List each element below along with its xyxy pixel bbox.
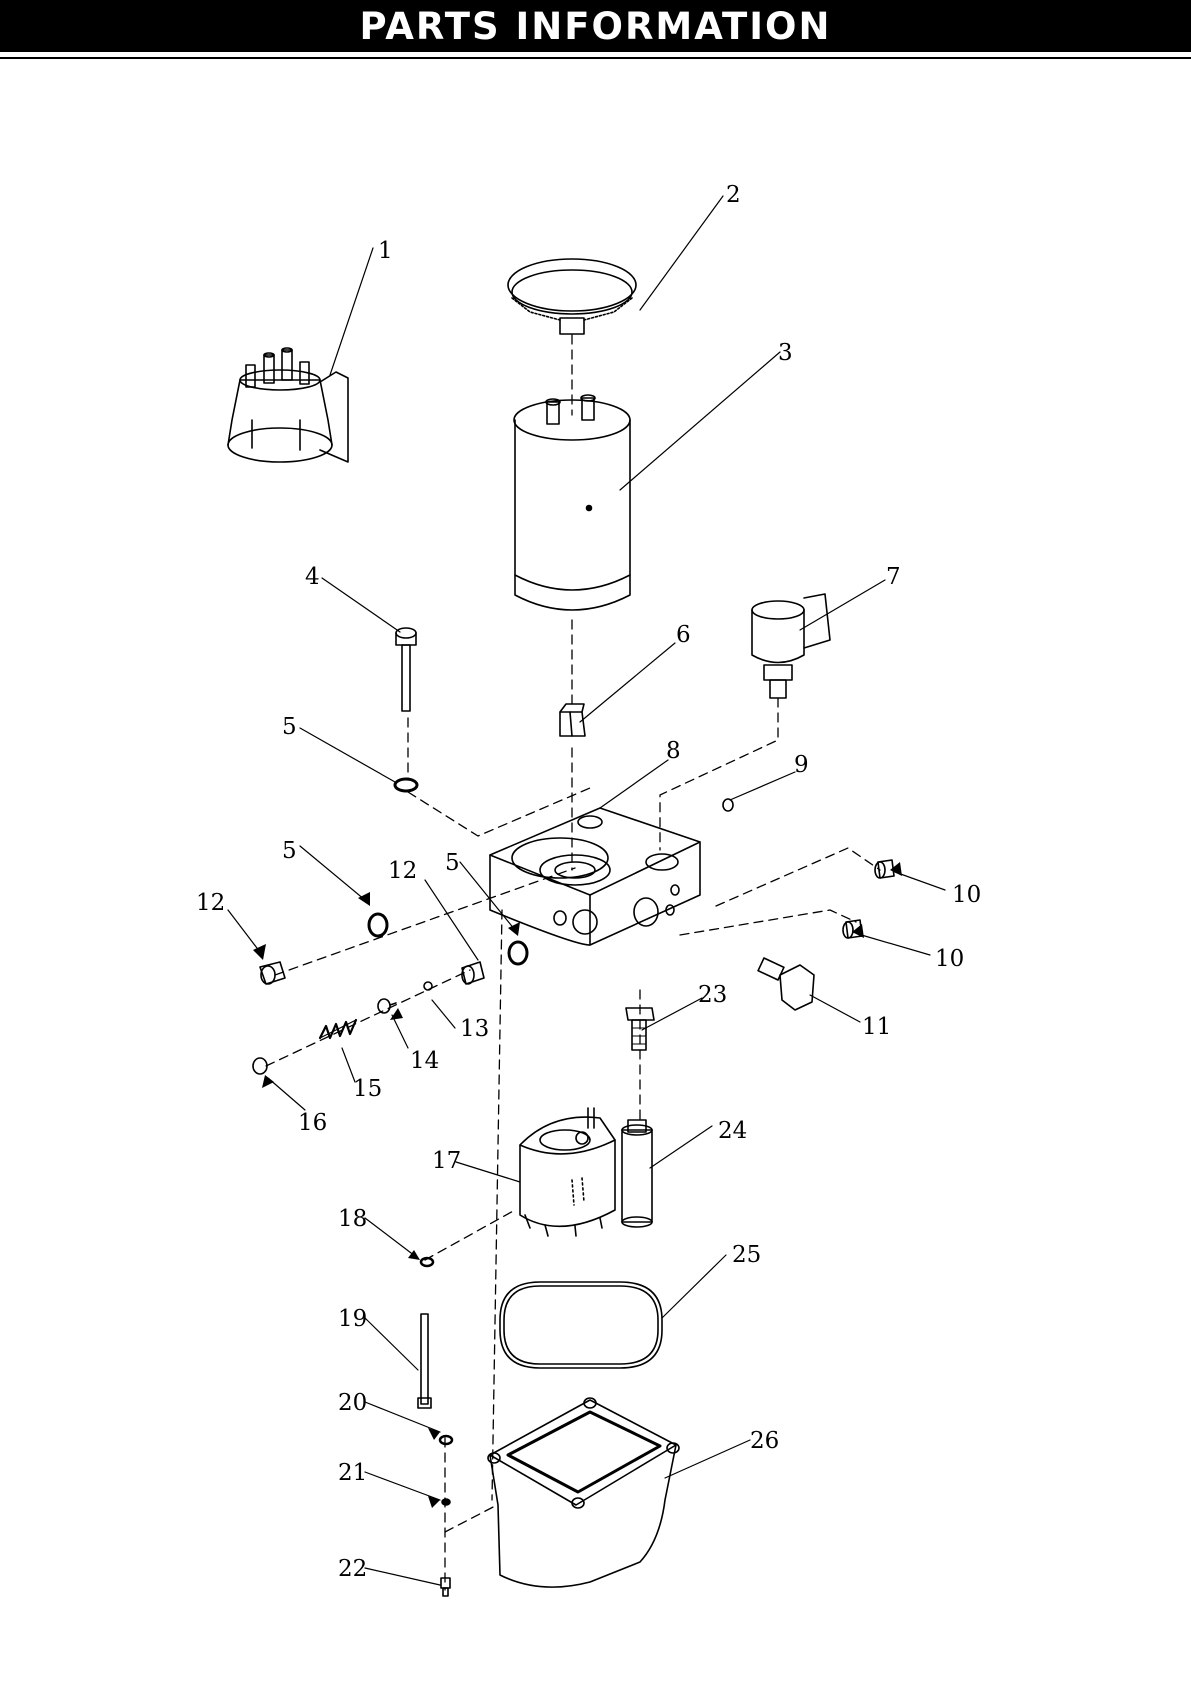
callout-14: 14	[410, 1048, 439, 1074]
callout-5-right: 5	[445, 850, 460, 876]
part-9-o-ring	[723, 799, 733, 811]
part-7-pressure-switch	[752, 594, 830, 698]
callout-5-top: 5	[282, 714, 297, 740]
callout-23: 23	[698, 982, 727, 1008]
part-18-washer	[421, 1258, 433, 1266]
part-3-motor	[514, 395, 630, 610]
part-1-solenoid-switch	[228, 348, 348, 462]
part-19-long-bolt	[418, 1314, 431, 1408]
callout-17: 17	[432, 1148, 461, 1174]
callout-22: 22	[338, 1556, 367, 1582]
part-2-hose-clamp	[508, 259, 636, 334]
callout-11: 11	[862, 1014, 891, 1040]
callout-8: 8	[666, 738, 681, 764]
callout-10-top: 10	[952, 882, 981, 908]
leader-lines	[228, 196, 945, 1585]
callout-12-left: 12	[196, 890, 225, 916]
callout-5-left: 5	[282, 838, 297, 864]
part-12-plugs	[260, 962, 484, 984]
callout-3: 3	[778, 340, 793, 366]
callout-19: 19	[338, 1306, 367, 1332]
callout-18: 18	[338, 1206, 367, 1232]
part-4-bolt	[396, 628, 416, 711]
callout-1: 1	[378, 238, 393, 264]
callout-10-bottom: 10	[935, 946, 964, 972]
part-13-ball	[424, 982, 432, 990]
callout-26: 26	[750, 1428, 779, 1454]
callout-15: 15	[353, 1076, 382, 1102]
callout-16: 16	[298, 1110, 327, 1136]
callout-6: 6	[676, 622, 691, 648]
part-15-spring	[320, 1020, 356, 1038]
part-10-plugs	[843, 860, 894, 938]
part-16-adjust-screw	[253, 1058, 267, 1074]
callout-21: 21	[338, 1460, 367, 1486]
part-24-adapter	[622, 1120, 652, 1227]
callout-9: 9	[794, 752, 809, 778]
part-20-washer	[440, 1436, 452, 1444]
part-17-gear-pump	[520, 1108, 615, 1236]
part-26-tank	[488, 1398, 679, 1587]
part-21-lock-washer	[442, 1499, 450, 1505]
callout-25: 25	[732, 1242, 761, 1268]
callout-labels: 1 2 3 4 5 5 5 6 7 8 9 10 10 11 12 12 13 …	[196, 182, 981, 1582]
callout-24: 24	[718, 1118, 747, 1144]
callout-20: 20	[338, 1390, 367, 1416]
callout-7: 7	[886, 564, 901, 590]
part-8-manifold	[490, 808, 700, 945]
part-25-gasket	[500, 1282, 662, 1368]
part-6-coupling	[560, 704, 585, 736]
part-11-breather-plug	[758, 958, 814, 1010]
callout-2: 2	[726, 182, 741, 208]
callout-12-right: 12	[388, 858, 417, 884]
callout-13: 13	[460, 1016, 489, 1042]
callout-4: 4	[305, 564, 320, 590]
